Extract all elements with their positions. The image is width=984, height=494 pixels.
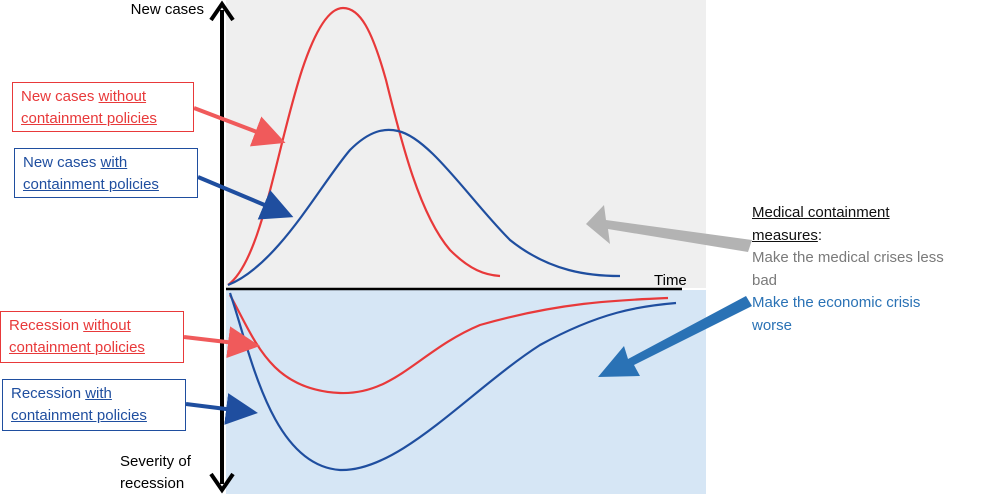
- y-bottom-label-line1: Severity of: [120, 453, 192, 470]
- medical-improvement-arrow: [586, 205, 752, 252]
- cases-with-prefix: New cases: [23, 154, 101, 171]
- cases-without-keyword: without: [98, 88, 147, 105]
- note-title-line2: measures: [752, 226, 818, 244]
- y-axis-up-arrowhead: [209, 0, 235, 22]
- y-top-label: New cases: [131, 1, 204, 18]
- cases-without-curve: [227, 6, 501, 286]
- recession-without-box: Recession without containment policies: [0, 311, 184, 363]
- note-title-line1: Medical containment: [752, 204, 890, 221]
- cases-without-box: New cases without containment policies: [12, 82, 194, 132]
- recession-without-keyword: without: [83, 317, 131, 334]
- recession-with-curve: [228, 292, 677, 472]
- note-economic-line1: Make the economic crisis: [752, 294, 921, 311]
- cases-with-curve: [227, 128, 621, 287]
- cases-without-policies: containment policies: [21, 110, 157, 127]
- recession-with-box: Recession with containment policies: [2, 379, 186, 431]
- cases-with-box: New cases with containment policies: [14, 148, 198, 198]
- cases-with-keyword: with: [100, 154, 128, 171]
- recession-with-policies: containment policies: [11, 407, 147, 424]
- upper-panel: [226, 0, 706, 288]
- note-title-colon: :: [817, 226, 823, 244]
- note-economic-line2: worse: [752, 316, 793, 334]
- y-bottom-label-line2: recession: [120, 475, 184, 492]
- containment-measures-note: Medical containment measures: Make the m…: [752, 202, 982, 337]
- note-medical-line1: Make the medical crises less: [752, 249, 944, 266]
- y-axis-down-arrowhead: [209, 472, 235, 494]
- economic-worsening-arrow: [598, 296, 752, 377]
- lower-panel: [226, 290, 706, 494]
- recession-with-prefix: Recession: [11, 385, 86, 402]
- cases-without-pointer: [193, 106, 286, 147]
- recession-without-policies: containment policies: [9, 339, 145, 356]
- cases-with-policies: containment policies: [23, 176, 159, 193]
- recession-with-keyword: with: [85, 385, 112, 402]
- recession-with-pointer: [185, 393, 258, 425]
- note-medical-line2: bad: [752, 271, 778, 289]
- cases-without-prefix: New cases: [21, 88, 99, 105]
- cases-with-pointer: [197, 175, 294, 220]
- recession-without-prefix: Recession: [9, 317, 84, 334]
- recession-without-pointer: [183, 326, 260, 359]
- recession-without-curve: [229, 294, 669, 395]
- x-axis-label: Time: [654, 272, 687, 289]
